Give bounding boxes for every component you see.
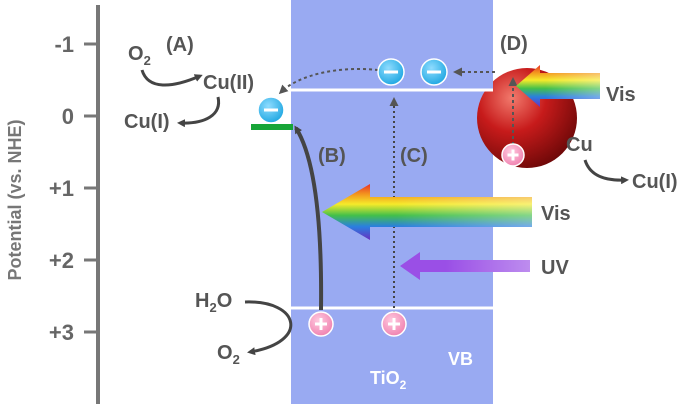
tick-label: +3 [49,320,74,345]
cu2-label: Cu(II) [203,72,254,94]
cu1-label-left: Cu(I) [124,111,170,133]
oxidation-arrow-left [140,69,203,87]
transfer-arrow-cb-to-cu [278,67,379,95]
vis-light-arrow-top [516,65,600,107]
tick-label: +2 [49,248,74,273]
pathway-label-d: (D) [500,33,528,55]
excitation-arrow-b [294,125,324,311]
water-oxidation-arrow [244,300,293,356]
hole [308,311,334,337]
o2-label-bottom: O2 [217,342,240,367]
oxidation-arrow-right [583,159,629,185]
tio2-label: TiO2 [370,368,407,392]
pathway-label-b: (B) [318,145,346,167]
uv-label: UV [541,257,569,279]
cu-label-right: Cu [566,134,593,156]
vis-light-arrow-middle [322,184,532,240]
vis-label-middle: Vis [541,203,571,225]
uv-light-arrow [400,252,530,280]
cu1-label-right: Cu(I) [632,171,678,193]
o2-label-left: O2 [128,43,151,68]
axis-title: Potential (vs. NHE) [5,119,25,280]
pathway-label-c: (C) [400,145,428,167]
pathway-label-a: (A) [166,34,194,56]
tick-label: +1 [49,176,74,201]
tick-label: 0 [62,104,74,129]
electron [377,58,405,86]
cu-reduction-level [251,124,293,130]
electron [420,58,448,86]
reduction-arrow-left [177,96,221,128]
h2o-label: H2O [195,290,232,315]
hole [501,143,525,167]
hole [381,311,407,337]
axis-ticks [84,42,98,334]
vis-label-top: Vis [606,84,636,106]
vb-label: VB [448,349,473,369]
tick-label: -1 [54,32,74,57]
electron [257,96,285,124]
